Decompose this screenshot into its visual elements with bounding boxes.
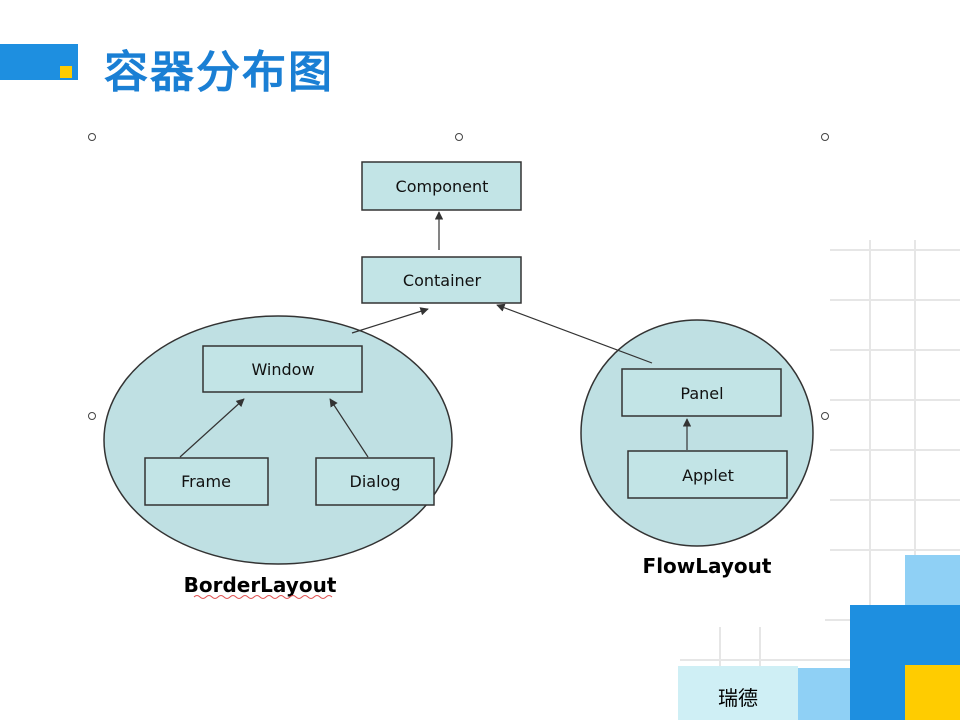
arrow-frame-to-window xyxy=(179,398,245,458)
node-applet[interactable]: Applet xyxy=(627,450,788,499)
arrow-panel-to-container xyxy=(496,303,653,364)
node-window[interactable]: Window xyxy=(202,345,363,393)
footer-box xyxy=(678,666,798,720)
node-component[interactable]: Component xyxy=(361,161,522,211)
node-frame-label: Frame xyxy=(181,472,231,491)
resize-handle-top-left[interactable] xyxy=(88,133,96,141)
slide-title: 容器分布图 xyxy=(104,47,334,98)
spellcheck-underline xyxy=(193,595,333,599)
resize-handle-top-right[interactable] xyxy=(821,133,829,141)
arrow-window-to-container xyxy=(351,307,429,334)
resize-handle-top-center[interactable] xyxy=(455,133,463,141)
node-container-label: Container xyxy=(403,271,482,290)
node-applet-label: Applet xyxy=(682,466,734,485)
footer-label: 瑞德 xyxy=(718,686,758,710)
resize-handle-middle-right[interactable] xyxy=(821,412,829,420)
node-panel[interactable]: Panel xyxy=(621,368,782,417)
node-container[interactable]: Container xyxy=(361,256,522,304)
resize-handle-middle-left[interactable] xyxy=(88,412,96,420)
node-component-label: Component xyxy=(396,177,489,196)
flow-layout-label: FlowLayout xyxy=(643,554,772,578)
node-frame[interactable]: Frame xyxy=(144,457,269,506)
border-layout-label: BorderLayout xyxy=(184,573,337,597)
container-hierarchy-diagram[interactable]: Component Container Window Frame Dialog … xyxy=(92,137,825,627)
node-window-label: Window xyxy=(251,360,314,379)
title-accent-square xyxy=(60,66,72,78)
arrow-dialog-to-window xyxy=(329,398,369,458)
node-dialog-label: Dialog xyxy=(350,472,401,491)
flow-layout-ellipse xyxy=(580,319,814,547)
node-dialog[interactable]: Dialog xyxy=(315,457,435,506)
node-panel-label: Panel xyxy=(680,384,723,403)
